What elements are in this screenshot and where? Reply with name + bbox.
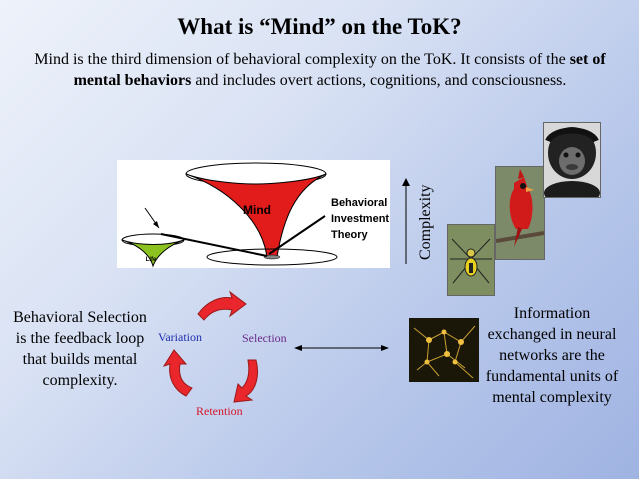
bit-pointer-line: [268, 215, 326, 255]
complexity-axis: Complexity: [398, 178, 458, 268]
life-label: Life: [146, 257, 157, 263]
life-pointer-arrowhead: [153, 221, 159, 228]
intro-text-part1: Mind is the third dimension of behaviora…: [34, 51, 570, 68]
selection-cycle: Variation Selection Retention: [150, 290, 410, 420]
slide-title: What is “Mind” on the ToK?: [177, 14, 462, 39]
selection-label: Selection: [242, 331, 287, 345]
neurons-image: [409, 318, 479, 382]
mind-cone-tip: [263, 254, 281, 260]
variation-label: Variation: [158, 330, 202, 344]
behavioral-selection-text: Behavioral Selection is the feedback loo…: [13, 309, 147, 389]
mind-label: Mind: [243, 203, 271, 217]
tok-diagram: Mind Life Behavioral Investment Theory: [117, 160, 390, 268]
neural-networks-text: Information exchanged in neural networks…: [485, 305, 619, 406]
bit-label-line1: Behavioral: [331, 197, 387, 209]
cycle-arrow-right: [233, 359, 259, 403]
life-cone: [121, 239, 185, 268]
cycle-arrow-left: [162, 349, 193, 397]
intro-text-bold: set of mental behaviors: [73, 51, 606, 89]
bit-label-line2: Investment: [331, 213, 389, 225]
double-arrow-right-head: [381, 345, 389, 351]
double-arrow-left-head: [294, 345, 302, 351]
complexity-arrowhead: [402, 178, 410, 186]
mind-cone: [185, 173, 327, 258]
life-to-mind-line: [160, 233, 268, 257]
spider-image: [447, 224, 495, 296]
cardinal-image: [495, 166, 545, 260]
complexity-label: Complexity: [417, 184, 434, 260]
bit-label-line3: Theory: [331, 229, 369, 241]
cycle-arrow-top: [197, 290, 247, 321]
chimpanzee-image: [543, 122, 601, 198]
intro-text-part2: and includes overt actions, cognitions, …: [191, 72, 567, 89]
intro-paragraph: Mind is the third dimension of behaviora…: [30, 49, 610, 91]
mind-cone-base: [206, 248, 338, 266]
retention-label: Retention: [196, 404, 243, 418]
